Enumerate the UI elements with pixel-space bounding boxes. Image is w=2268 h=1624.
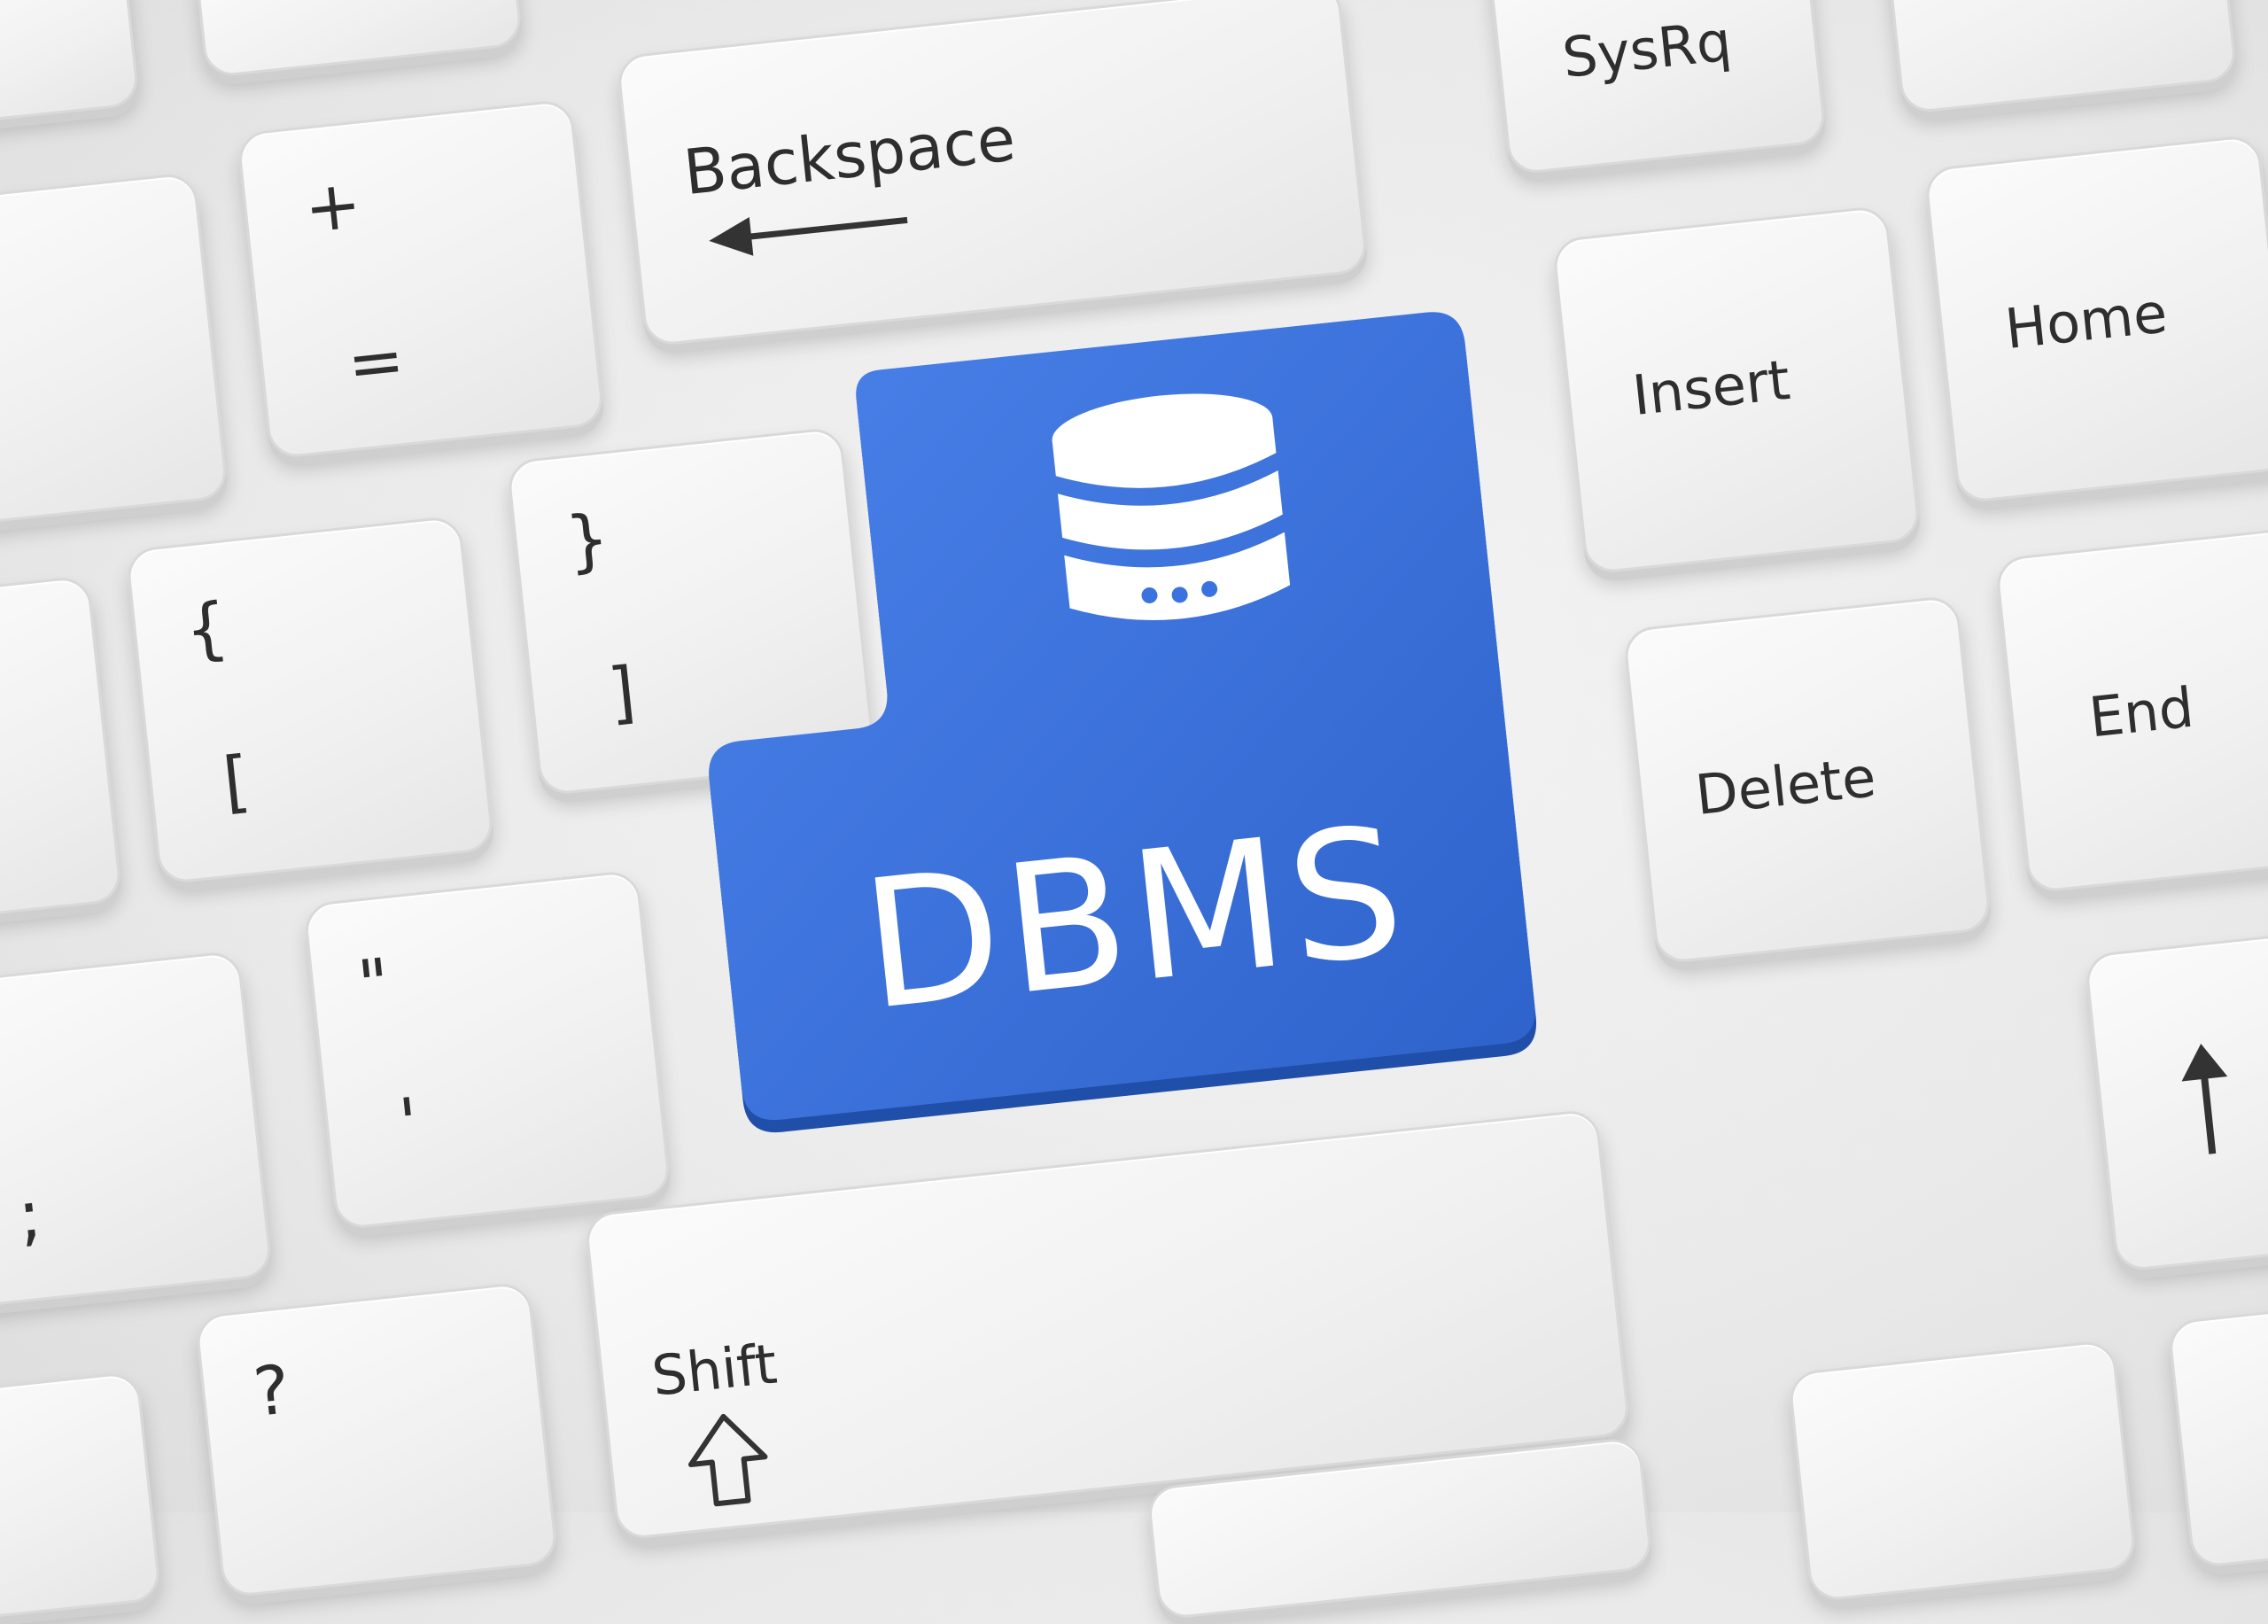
key-apostrophe-label: ' [395,1082,423,1163]
key-question[interactable]: ? [194,1281,559,1598]
key-insert[interactable]: Insert [1551,205,1922,575]
key-end[interactable]: End [1994,524,2268,894]
arrow-up-outline-icon [687,1413,768,1507]
key-left-row2[interactable] [0,171,229,529]
key-bottom-left[interactable] [0,1371,162,1624]
key-bracket-open-label: [ [219,740,254,822]
key-bracket-open[interactable]: { [ [125,515,495,885]
key-sysrq-label: SysRq [1559,8,1735,90]
key-sysrq[interactable]: SysRq [1486,0,1828,176]
key-end-label: End [2085,674,2197,750]
key-top-right[interactable] [1882,0,2238,115]
key-semicolon-label: ; [14,1174,45,1255]
key-arrow-up[interactable] [2084,924,2268,1273]
key-equals-label: = [343,319,408,404]
key-bottom-right-2[interactable] [2166,1302,2268,1569]
key-left-row3[interactable] [0,574,123,923]
key-delete-label: Delete [1692,744,1879,828]
key-brace-close-label: } [562,498,613,582]
key-bottom-right-1[interactable] [1787,1339,2138,1603]
key-dbms-shape [709,312,1537,1133]
key-backspace-label: Backspace [680,102,1019,210]
database-icon [1052,393,1291,620]
key-equals[interactable]: + = [236,98,606,460]
arrow-left-icon [709,216,908,256]
key-home-label: Home [2001,280,2171,362]
key-home[interactable]: Home [1923,134,2268,504]
key-shift[interactable]: Shift [583,1107,1632,1542]
key-quote[interactable]: " ' [302,869,672,1231]
key-backspace[interactable]: Backspace [615,0,1370,347]
key-delete[interactable]: Delete [1622,594,1992,965]
key-shift-label: Shift [649,1331,781,1409]
key-plus-label: + [300,163,365,249]
key-top-left-2[interactable] [194,0,524,79]
key-quote-label: " [353,943,394,1025]
key-question-label: ? [250,1349,294,1432]
key-semicolon[interactable]: ; [0,950,274,1309]
key-top-left-1[interactable] [0,0,141,125]
key-dbms[interactable]: DBMS [647,269,1581,1204]
key-bracket-close-label: ] [604,651,640,733]
key-brace-open-label: { [181,587,232,671]
arrow-up-icon [2181,1043,2228,1154]
key-insert-label: Insert [1629,346,1793,429]
